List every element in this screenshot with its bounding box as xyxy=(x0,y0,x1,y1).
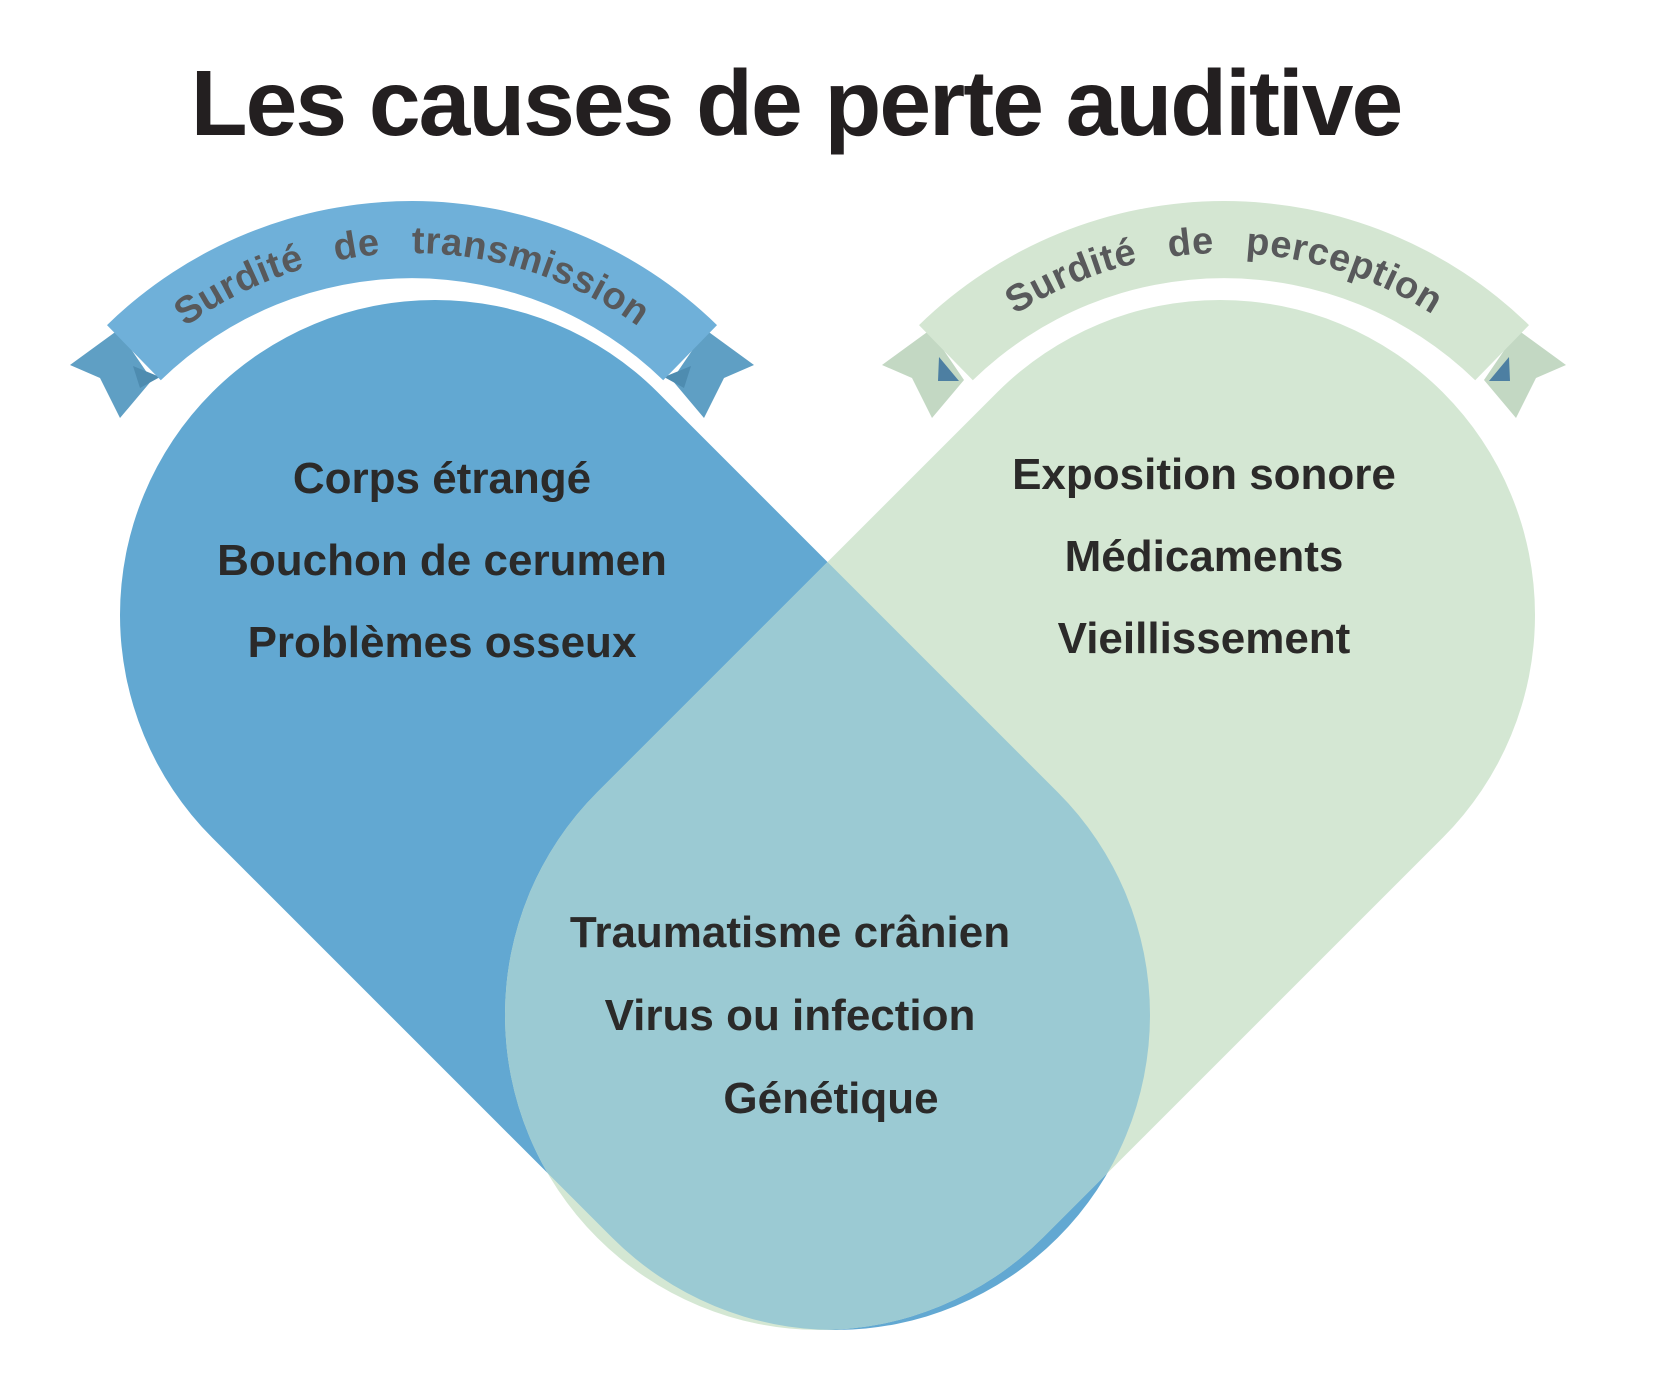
left-items-list: Corps étrangé Bouchon de cerumen Problèm… xyxy=(217,454,667,667)
right-item-medicaments: Médicaments xyxy=(1065,532,1344,581)
left-ribbon-band xyxy=(107,201,717,381)
right-item-vieillissement: Vieillissement xyxy=(1058,614,1351,663)
right-ribbon-tail-right xyxy=(1484,330,1566,418)
left-ribbon-fold-right xyxy=(664,366,691,388)
left-ribbon-tail-right xyxy=(672,330,754,418)
right-ribbon-fold-left xyxy=(938,357,959,381)
left-item-problemes-osseux: Problèmes osseux xyxy=(248,618,637,667)
shared-item-traumatisme-cranien: Traumatisme crânien xyxy=(570,908,1010,957)
page-title: Les causes de perte auditive xyxy=(191,51,1401,155)
left-ribbon-tail-left xyxy=(70,330,152,418)
right-ribbon-tail-left xyxy=(882,330,964,418)
left-ribbon-fold-left xyxy=(133,366,160,388)
right-ribbon-fold-right xyxy=(1489,357,1510,381)
right-items-list: Exposition sonore Médicaments Vieillisse… xyxy=(1012,450,1396,663)
shared-item-genetique: Génétique xyxy=(723,1074,938,1123)
left-item-bouchon-cerumen: Bouchon de cerumen xyxy=(217,536,667,585)
right-item-exposition-sonore: Exposition sonore xyxy=(1012,450,1396,499)
right-ribbon-band xyxy=(919,201,1529,381)
shared-item-virus-infection: Virus ou infection xyxy=(605,991,976,1040)
right-ribbon-banner: Surdité de perception xyxy=(882,201,1566,418)
left-item-corps-etrange: Corps étrangé xyxy=(293,454,591,503)
shared-items-list: Traumatisme crânien Virus ou infection G… xyxy=(570,908,1010,1123)
